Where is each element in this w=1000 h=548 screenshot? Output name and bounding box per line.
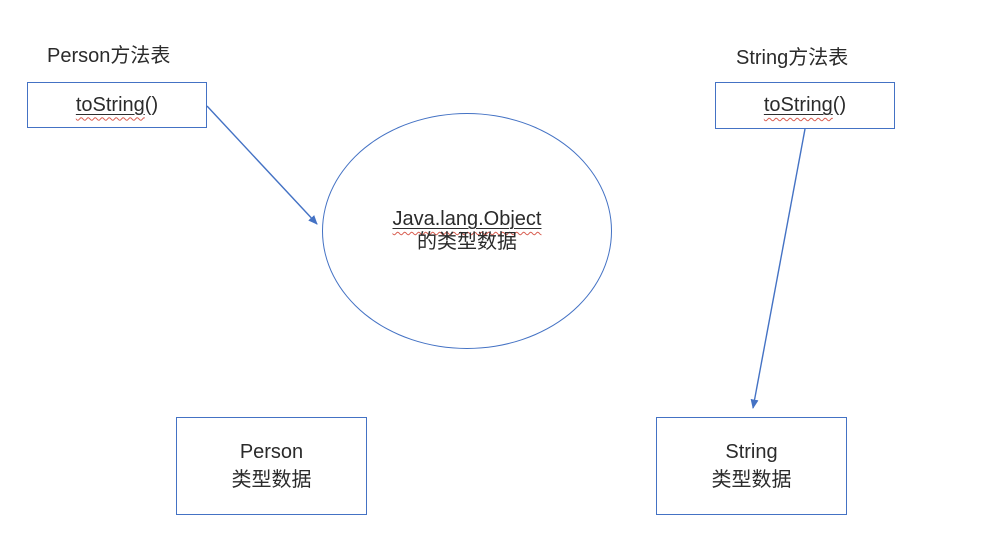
string-tostring-label: toString() xyxy=(764,94,846,117)
string-type-line1: String xyxy=(725,441,778,463)
arrow-person-tostring-to-object xyxy=(206,105,318,225)
object-ellipse-classname: Java.lang.Object xyxy=(392,208,542,230)
person-tostring-parens: () xyxy=(144,93,159,116)
string-type-data-box: String 类型数据 xyxy=(656,417,847,515)
string-tostring-parens: () xyxy=(832,94,847,116)
object-type-data-ellipse: Java.lang.Object 的类型数据 xyxy=(322,113,612,349)
string-tostring-text: toString xyxy=(763,94,833,116)
string-type-line2: 类型数据 xyxy=(711,469,792,491)
object-ellipse-line2: 的类型数据 xyxy=(417,231,517,253)
person-type-line1: Person xyxy=(239,441,304,463)
object-ellipse-line1: Java.lang.Object xyxy=(393,208,542,231)
string-tostring-box: toString() xyxy=(715,82,895,129)
arrow-string-tostring-to-string-type xyxy=(750,128,806,409)
person-type-line2: 类型数据 xyxy=(231,469,312,491)
person-tostring-text: toString xyxy=(75,93,145,116)
string-method-table-title: String方法表 xyxy=(736,47,849,69)
person-tostring-label: toString() xyxy=(76,94,158,117)
person-method-table-title: Person方法表 xyxy=(47,45,171,67)
person-type-data-box: Person 类型数据 xyxy=(176,417,367,515)
person-tostring-box: toString() xyxy=(27,82,207,128)
